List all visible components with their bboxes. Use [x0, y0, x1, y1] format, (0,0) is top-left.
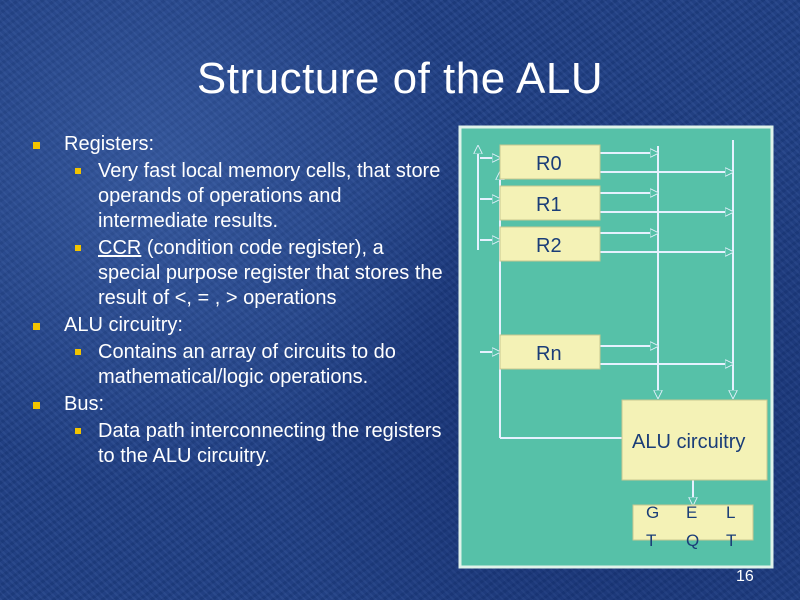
ccr-link[interactable]: CCR [98, 237, 142, 259]
ccr-box: G T E Q L T [632, 503, 754, 550]
flag-gt-top: G [646, 503, 659, 522]
register-rn-label: Rn [536, 343, 562, 365]
page-number: 16 [736, 568, 754, 585]
bullet-alu: ALU circuitry: [30, 313, 450, 338]
bullet-bus: Bus: [30, 392, 450, 417]
register-r2: R2 [499, 226, 601, 262]
sub-bullet-registers-desc: Very fast local memory cells, that store… [30, 159, 450, 234]
sub-bullet-ccr: CCR (condition code register), a special… [30, 236, 450, 311]
flag-eq-bottom: Q [686, 531, 699, 550]
ccr-desc: (condition code register), a special pur… [98, 237, 443, 309]
bus-lines [478, 140, 733, 505]
register-rn: Rn [499, 334, 601, 370]
flag-lt-top: L [726, 503, 735, 522]
register-r1-label: R1 [536, 194, 562, 216]
sub-bullet-bus-desc: Data path interconnecting the registers … [30, 419, 450, 469]
alu-label: ALU circuitry [632, 431, 745, 453]
bullet-registers: Registers: [30, 132, 450, 157]
bullet-list: Registers: Very fast local memory cells,… [30, 130, 450, 469]
register-r2-label: R2 [536, 235, 562, 257]
flag-gt-bottom: T [646, 531, 656, 550]
flag-lt-bottom: T [726, 531, 736, 550]
flag-eq-top: E [686, 503, 697, 522]
slide-title: Structure of the ALU [196, 54, 604, 103]
alu-box: ALU circuitry [621, 399, 768, 481]
register-r0: R0 [499, 144, 601, 180]
register-r1: R1 [499, 185, 601, 221]
sub-bullet-alu-desc: Contains an array of circuits to do math… [30, 340, 450, 390]
register-r0-label: R0 [536, 153, 562, 175]
